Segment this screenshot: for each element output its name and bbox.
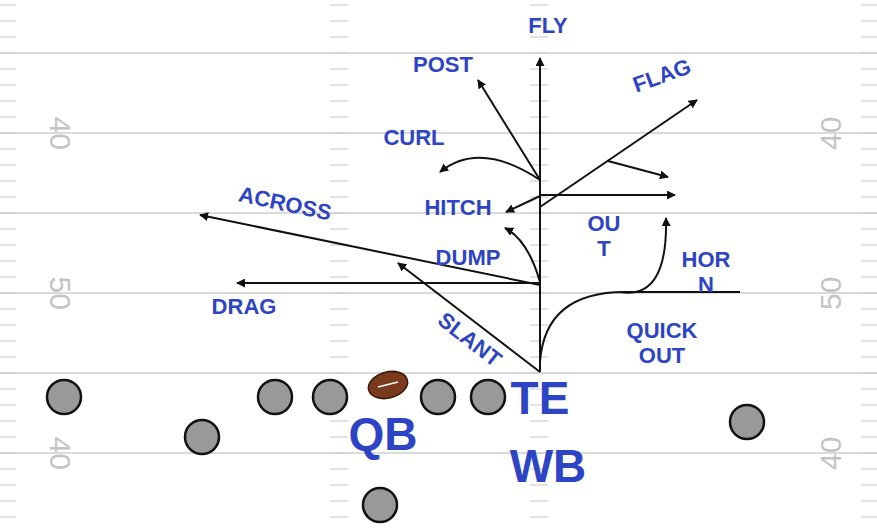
route-label: OU T [587, 211, 621, 262]
route-lines [200, 58, 740, 372]
route-label: ACROSS [236, 182, 333, 226]
route-label: FLAG [630, 54, 695, 98]
route-label: QUICK OUT [622, 318, 702, 369]
yard-number: 40 [815, 436, 850, 469]
hash-marks [0, 5, 877, 517]
position-label: TE [511, 372, 570, 425]
football [365, 367, 410, 402]
yard-number: 40 [815, 116, 850, 149]
position-label: QB [349, 408, 418, 461]
route-label: FLY [528, 13, 568, 38]
yard-number: 50 [815, 276, 850, 309]
yard-lines [0, 53, 877, 453]
route-label: POST [413, 52, 473, 77]
route-label: DUMP [436, 245, 501, 270]
route-label: HOR N [680, 247, 732, 298]
route-label: HITCH [424, 195, 491, 220]
player-circles [47, 380, 764, 522]
yard-number: 40 [43, 116, 78, 149]
yard-number: 40 [43, 436, 78, 469]
route-label: DRAG [212, 294, 277, 319]
yard-number: 50 [43, 276, 78, 309]
route-label: CURL [383, 125, 444, 150]
position-label: WB [510, 440, 587, 493]
